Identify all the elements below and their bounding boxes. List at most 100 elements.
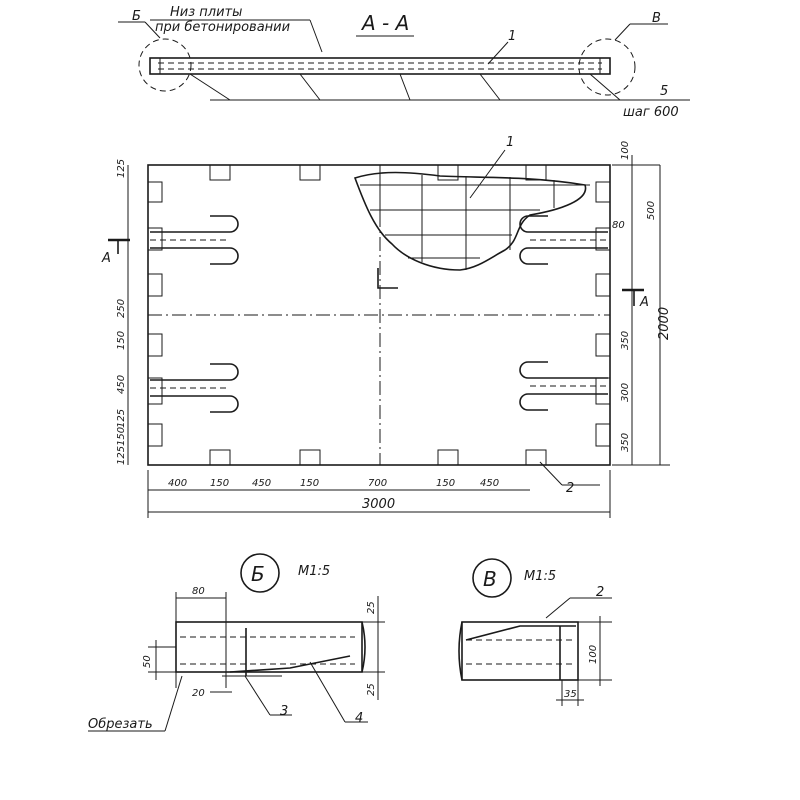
leader-line [589,73,621,101]
leader-line [244,675,271,716]
edge-notch [299,449,321,466]
lifting-loop [150,215,239,265]
edge-notch [299,164,321,181]
detail-marker-4: 4 [355,711,363,726]
leader-line [545,597,571,619]
dimension-value: 20 [192,688,205,699]
dimension-value: 450 [116,375,127,394]
detail-marker-3: 3 [280,704,288,719]
leader-line [144,21,161,39]
section-marker-5: 5 [660,84,668,99]
leader-line [487,41,509,65]
leader-line [614,23,631,41]
section-letter: А [639,295,649,310]
leader-line [309,661,346,723]
edge-notch [595,181,611,203]
detail-label-circle [472,558,512,598]
dimension-value: 150 [116,331,127,350]
edge-notch [595,423,611,447]
detail-v: В М1:5 2 100 35 [458,558,612,706]
detail-label: Б [251,562,265,586]
dimension-value: 500 [646,201,657,220]
rebar-cutaway [353,171,590,289]
detail-label-circle [240,553,280,593]
dimension-value: 35 [564,689,577,700]
dimension-value: 350 [620,433,631,452]
edge-notch [525,164,547,181]
break-line [361,621,366,673]
bottom-edge-notches [209,449,547,466]
right-dimensions: 100 500 80 350 300 350 2000 [612,141,672,466]
detail-circle-b [138,38,192,92]
edge-notch [595,227,611,251]
dimension-value: 150 [116,427,127,446]
detail-b: Б М1:5 80 25 25 50 20 Обрезать 3 4 [88,553,385,732]
dimension-value: 80 [192,586,205,597]
left-edge-notches [147,181,163,447]
dimension-value: 50 [142,655,153,668]
step-note: шаг 600 [623,105,679,120]
mesh-corner-bar [377,268,398,289]
detail-scale: М1:5 [298,564,330,579]
dimension-value: 400 [168,478,187,489]
lifting-loop [519,361,608,411]
leader-line [309,19,323,53]
detail-label: В [483,567,497,591]
dimension-value: 150 [436,478,455,489]
lifting-loop [150,363,239,413]
edge-notch [525,449,547,466]
note-concreting: при бетонировании [155,20,290,35]
leader-line [299,73,321,101]
leader-line [469,149,506,199]
dimension-value: 700 [368,478,387,489]
edge-notch [595,273,611,297]
edge-notch [209,449,231,466]
dimension-value: 150 [210,478,229,489]
edge-notch [147,181,163,203]
dimension-value: 150 [300,478,319,489]
plan-marker-2: 2 [566,481,574,496]
edge-notch [209,164,231,181]
height-total: 2000 [657,307,672,340]
edge-notch [147,227,163,251]
width-total: 3000 [362,497,395,512]
cut-note: Обрезать [88,717,153,732]
section-marker-right: А [622,288,649,310]
lifting-loops [150,215,608,413]
leader-line [164,675,183,732]
dimension-value: 250 [116,299,127,318]
callout-label-b: Б [132,9,141,24]
detail-circle-v [578,38,636,96]
dimension-value: 80 [612,220,625,231]
detail-scale: М1:5 [524,569,556,584]
section-marker-left: А [101,238,130,266]
callout-label-v: В [652,11,661,26]
break-line [458,621,463,681]
edge-notch [147,333,163,357]
slab-edge-detail [461,621,579,681]
dimension-value: 450 [252,478,271,489]
section-letter: А [101,251,111,266]
edge-notch [595,377,611,405]
edge-notch [147,377,163,405]
note-slab-bottom: Низ плиты [170,5,242,20]
plan-marker-1: 1 [506,135,514,150]
dimension-value: 25 [366,683,377,696]
edge-notch [437,449,459,466]
section-a-a: Б Низ плиты при бетонировании А - А В 1 … [118,5,690,120]
detail-marker-2: 2 [596,585,604,600]
section-marker-1: 1 [508,29,516,44]
slab-section-outline [149,57,611,75]
leader-line [189,73,231,101]
section-title: А - А [360,11,409,35]
dimension-value: 100 [620,141,631,160]
leader-line [479,73,501,101]
dimension-value: 450 [480,478,499,489]
dimension-value: 350 [620,331,631,350]
edge-notch [595,333,611,357]
left-dimensions: 125 250 150 450 125 150 125 [116,159,129,465]
bent-bar [465,625,576,641]
right-edge-notches [595,181,611,447]
edge-notch [437,164,459,181]
